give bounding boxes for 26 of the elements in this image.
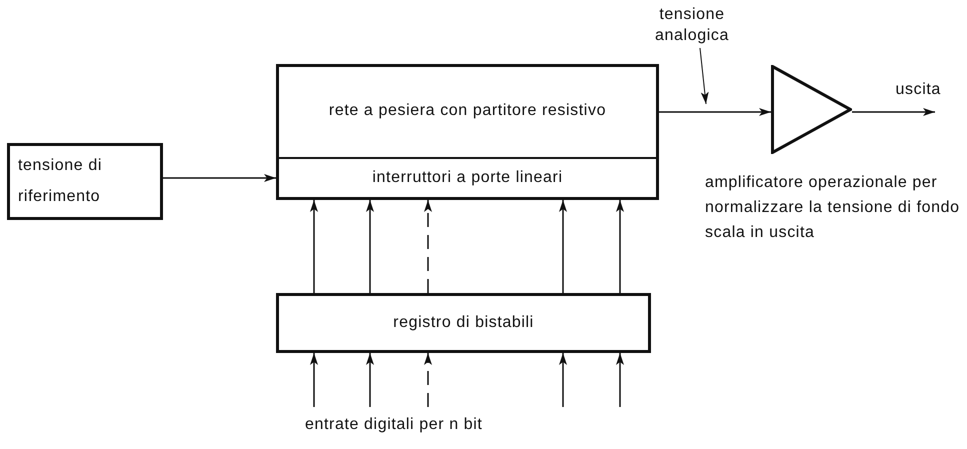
arrow bbox=[366, 353, 374, 407]
signal-label: tensione analogica bbox=[654, 5, 730, 46]
caption-text: amplificatore operazionale per normalizzare la tensione di fondo scala in uscita bbox=[705, 173, 961, 243]
arrow bbox=[310, 200, 318, 293]
edge-label: uscita bbox=[896, 80, 941, 100]
block-label: interruttori a porte lineari bbox=[372, 168, 563, 188]
leader-line bbox=[700, 48, 709, 104]
arrow bbox=[616, 353, 624, 407]
arrow bbox=[310, 353, 318, 407]
block-box bbox=[7, 143, 163, 220]
block-box bbox=[276, 64, 659, 200]
arrow bbox=[852, 108, 935, 116]
arrow bbox=[424, 353, 432, 407]
note-text: entrate digitali per n bit bbox=[305, 415, 482, 435]
arrow bbox=[616, 200, 624, 293]
arrow bbox=[659, 108, 771, 116]
block-label: tensione di riferimento bbox=[18, 156, 103, 206]
block-box bbox=[276, 293, 651, 353]
block-label: registro di bistabili bbox=[393, 312, 534, 333]
amplifier-triangle bbox=[771, 65, 852, 154]
arrow bbox=[559, 200, 567, 293]
arrow bbox=[424, 200, 432, 293]
block-label: rete a pesiera con partitore resistivo bbox=[328, 100, 606, 121]
arrow bbox=[559, 353, 567, 407]
arrow bbox=[163, 174, 276, 182]
arrow bbox=[366, 200, 374, 293]
